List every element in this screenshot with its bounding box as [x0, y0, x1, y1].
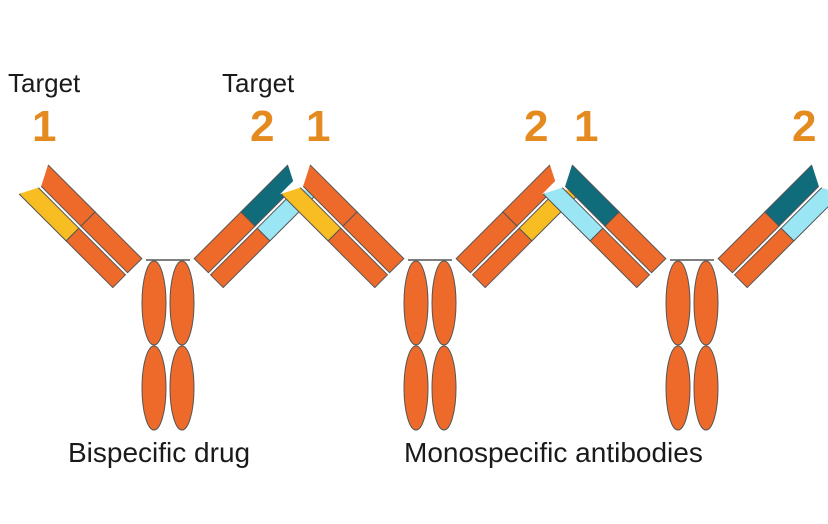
- light-chain-variable-domain: [280, 180, 342, 242]
- antigen-binding-site: [280, 163, 311, 195]
- left-fab-arm: [542, 163, 667, 289]
- target-number-2: 2: [250, 102, 275, 151]
- ch2-domain: [169, 260, 195, 346]
- right-fab-arm: [717, 163, 828, 289]
- ch3-domain: [665, 345, 691, 431]
- fc-region: [403, 260, 457, 431]
- light-chain-variable-domain: [780, 180, 828, 242]
- ch2-domain: [431, 260, 457, 346]
- left-fab-arm: [18, 163, 143, 289]
- light-chain-variable-domain: [18, 180, 80, 242]
- monospecific-antibody-target-1: [280, 163, 580, 431]
- target-2-label: Target: [222, 68, 295, 98]
- antigen-binding-site: [18, 163, 49, 195]
- antigen-binding-site: [542, 163, 573, 195]
- ch2-domain: [403, 260, 429, 346]
- target-number-2: 2: [792, 102, 817, 151]
- ch2-domain: [693, 260, 719, 346]
- ch3-domain: [403, 345, 429, 431]
- ch3-domain: [141, 345, 167, 431]
- target-number-1: 1: [574, 102, 599, 151]
- target-1-label: Target: [8, 68, 81, 98]
- target-number-1: 1: [32, 102, 57, 151]
- monospecific-caption: Monospecific antibodies: [404, 437, 703, 468]
- ch2-domain: [141, 260, 167, 346]
- target-number-2: 2: [524, 102, 549, 151]
- fc-region: [665, 260, 719, 431]
- monospecific-antibody-target-2: [542, 163, 828, 431]
- bispecific-caption: Bispecific drug: [68, 437, 251, 468]
- light-chain-variable-domain: [542, 180, 604, 242]
- bispecific-antibody: [18, 163, 318, 431]
- ch3-domain: [693, 345, 719, 431]
- target-number-1: 1: [306, 102, 331, 151]
- ch2-domain: [665, 260, 691, 346]
- antigen-binding-site: [811, 163, 828, 190]
- fc-region: [141, 260, 195, 431]
- ch3-domain: [431, 345, 457, 431]
- left-fab-arm: [280, 163, 405, 289]
- ch3-domain: [169, 345, 195, 431]
